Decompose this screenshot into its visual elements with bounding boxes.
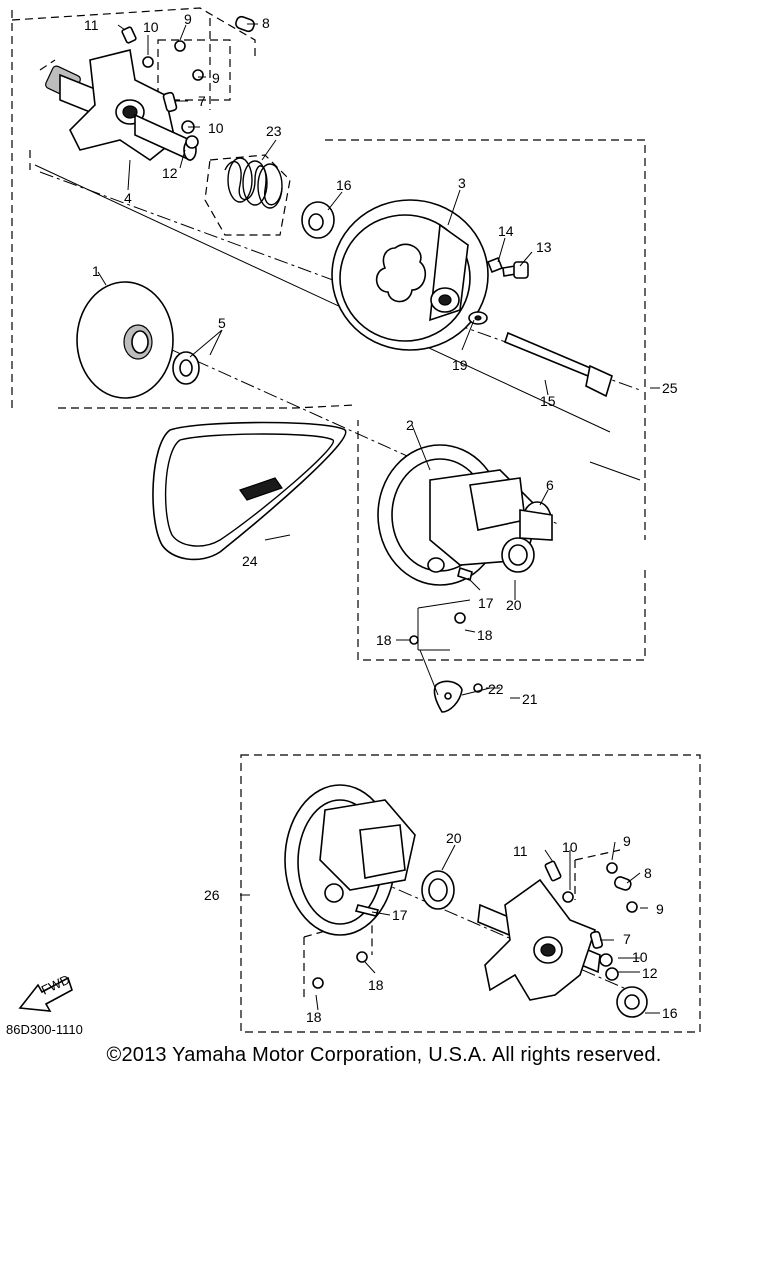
callout-2: 2: [406, 417, 414, 433]
callout-17b: 17: [392, 907, 408, 923]
callout-23: 23: [266, 123, 282, 139]
callout-14: 14: [498, 223, 514, 239]
callout-8b: 8: [644, 865, 652, 881]
callout-10a: 10: [143, 19, 159, 35]
lower-fixed-hub: [477, 878, 648, 1018]
callout-9a: 9: [184, 11, 192, 27]
fwd-arrow-icon: FWD: [18, 972, 73, 1012]
drive-belt: [152, 421, 347, 561]
callout-16b: 16: [662, 1005, 678, 1021]
callout-5: 5: [218, 315, 226, 331]
callout-13: 13: [536, 239, 552, 255]
lower-sheave: [284, 784, 416, 936]
lower-small-hardware: [312, 860, 638, 989]
callout-12b: 12: [642, 965, 658, 981]
callout-18a: 18: [376, 632, 392, 648]
callout-22: 22: [488, 681, 504, 697]
callout-1: 1: [92, 263, 100, 279]
callout-7b: 7: [623, 931, 631, 947]
callout-26: 26: [204, 887, 220, 903]
spring: [224, 157, 283, 209]
secondary-sheave-2: [377, 444, 553, 586]
small-hardware-top: [121, 15, 255, 149]
callouts: 11 10 9 8 9 7 10 12 4 23 16 3 14 13 19 1…: [6, 11, 678, 1037]
callout-12a: 12: [162, 165, 178, 181]
callout-11a: 11: [84, 17, 99, 33]
fixed-sheave-hub: [45, 49, 197, 162]
hardware-18-upper: [409, 612, 466, 645]
callout-21: 21: [522, 691, 538, 707]
callout-7a: 7: [198, 93, 206, 109]
callout-6: 6: [546, 477, 554, 493]
callout-17a: 17: [478, 595, 494, 611]
callout-16a: 16: [336, 177, 352, 193]
callout-25: 25: [662, 380, 678, 396]
callout-18d: 18: [306, 1009, 322, 1025]
exploded-parts-diagram: FWD 11 10 9 8 9 7 10 12 4 23 16 3 14 13 …: [6, 7, 701, 1037]
copyright-notice: ©2013 Yamaha Motor Corporation, U.S.A. A…: [106, 1044, 662, 1066]
callout-20a: 20: [506, 597, 522, 613]
callout-4: 4: [124, 190, 132, 206]
callout-20b: 20: [446, 830, 462, 846]
callout-10b: 10: [208, 120, 224, 136]
callout-8a: 8: [262, 15, 270, 31]
callout-9b: 9: [212, 70, 220, 86]
diagram-code: 86D300-1110: [6, 1022, 83, 1037]
ramp-21: [419, 649, 491, 713]
callout-9c: 9: [623, 833, 631, 849]
bolt-hardware: [468, 256, 613, 398]
callout-10d: 10: [632, 949, 648, 965]
callout-18c: 18: [368, 977, 384, 993]
callout-15: 15: [540, 393, 556, 409]
cap-3: [331, 199, 489, 351]
callout-24: 24: [242, 553, 258, 569]
callout-19: 19: [452, 357, 468, 373]
bushing-5: [172, 351, 200, 385]
callout-11b: 11: [513, 843, 528, 859]
callout-3: 3: [458, 175, 466, 191]
lower-bushing-20: [421, 870, 455, 910]
spacer-16: [301, 201, 335, 239]
callout-9d: 9: [656, 901, 664, 917]
group-outlines: [11, 7, 701, 1033]
leader-lines: [97, 23, 660, 1014]
moveable-sheave-1: [76, 281, 174, 399]
callout-10c: 10: [562, 839, 578, 855]
callout-18b: 18: [477, 627, 493, 643]
